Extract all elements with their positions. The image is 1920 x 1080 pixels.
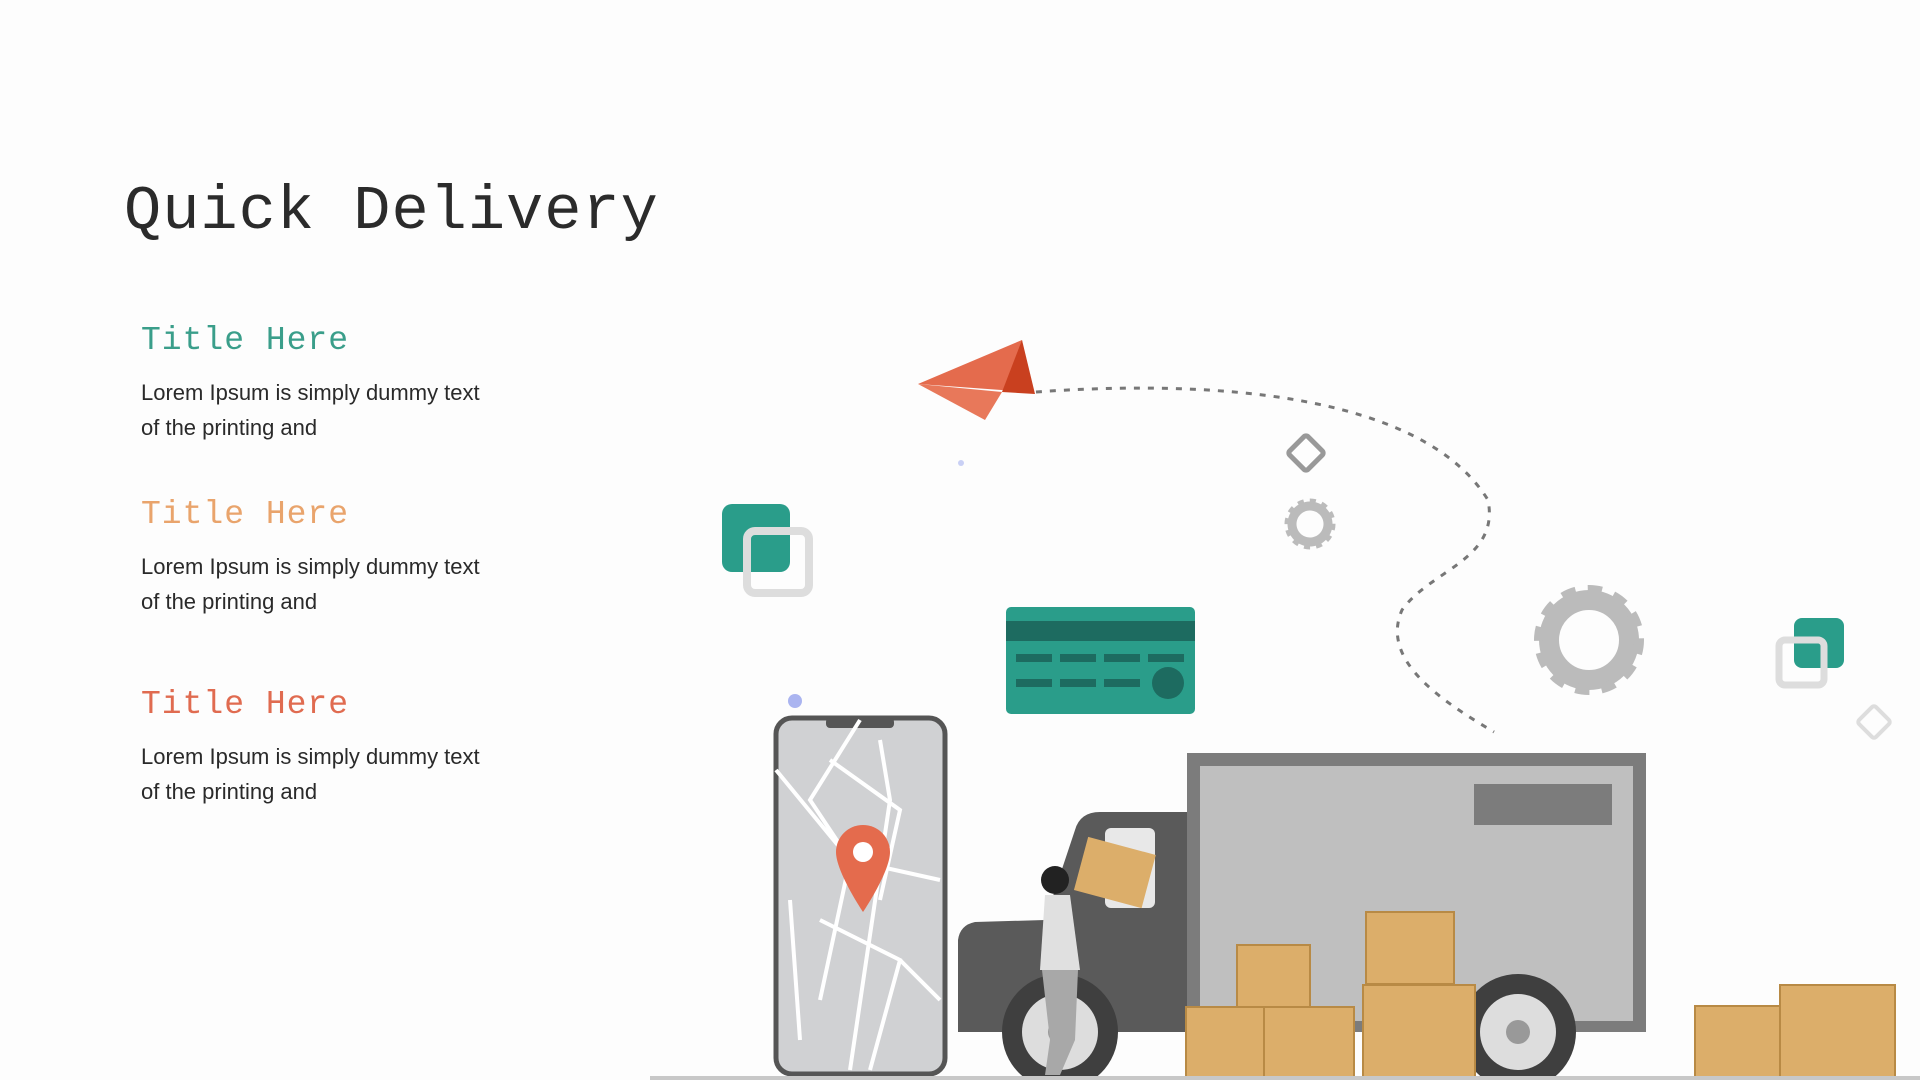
diamond-icon: [1286, 433, 1326, 473]
feature-text: Lorem Ipsum is simply dummy text of the p…: [141, 739, 561, 809]
page-title: Quick Delivery: [124, 176, 659, 247]
feature-text: Lorem Ipsum is simply dummy text of the p…: [141, 375, 561, 445]
location-pin-icon: [836, 825, 890, 912]
feature-item-2: Title Here Lorem Ipsum is simply dummy t…: [141, 496, 561, 619]
feature-item-1: Title Here Lorem Ipsum is simply dummy t…: [141, 322, 561, 445]
feature-item-3: Title Here Lorem Ipsum is simply dummy t…: [141, 686, 561, 809]
feature-text: Lorem Ipsum is simply dummy text of the p…: [141, 549, 561, 619]
feature-text-line: Lorem Ipsum is simply dummy text: [141, 380, 480, 405]
feature-title: Title Here: [141, 496, 350, 533]
phone-map-icon: [773, 715, 948, 1077]
delivery-person: [1040, 836, 1156, 1075]
teal-square-icon: [722, 504, 790, 572]
dot: [958, 460, 964, 466]
small-gear-icon: [1284, 498, 1336, 550]
credit-card-icon: [1006, 607, 1195, 714]
feature-text-line: of the printing and: [141, 779, 318, 804]
cardboard-boxes: [1185, 911, 1896, 1079]
feature-text-line: of the printing and: [141, 415, 318, 440]
outline-square-icon: [1775, 636, 1828, 689]
feature-text-line: Lorem Ipsum is simply dummy text: [141, 744, 480, 769]
paper-plane-icon: [918, 340, 1035, 420]
dot: [788, 694, 802, 708]
feature-text-line: Lorem Ipsum is simply dummy text: [141, 554, 480, 579]
wheel-icon: [1460, 974, 1576, 1080]
feature-text-line: of the printing and: [141, 589, 318, 614]
outline-square-icon: [743, 527, 813, 597]
feature-title: Title Here: [141, 686, 350, 723]
diamond-icon: [1856, 704, 1892, 740]
large-gear-icon: [1534, 585, 1644, 695]
dashed-flight-path: [1035, 386, 1495, 734]
feature-title: Title Here: [141, 322, 350, 359]
